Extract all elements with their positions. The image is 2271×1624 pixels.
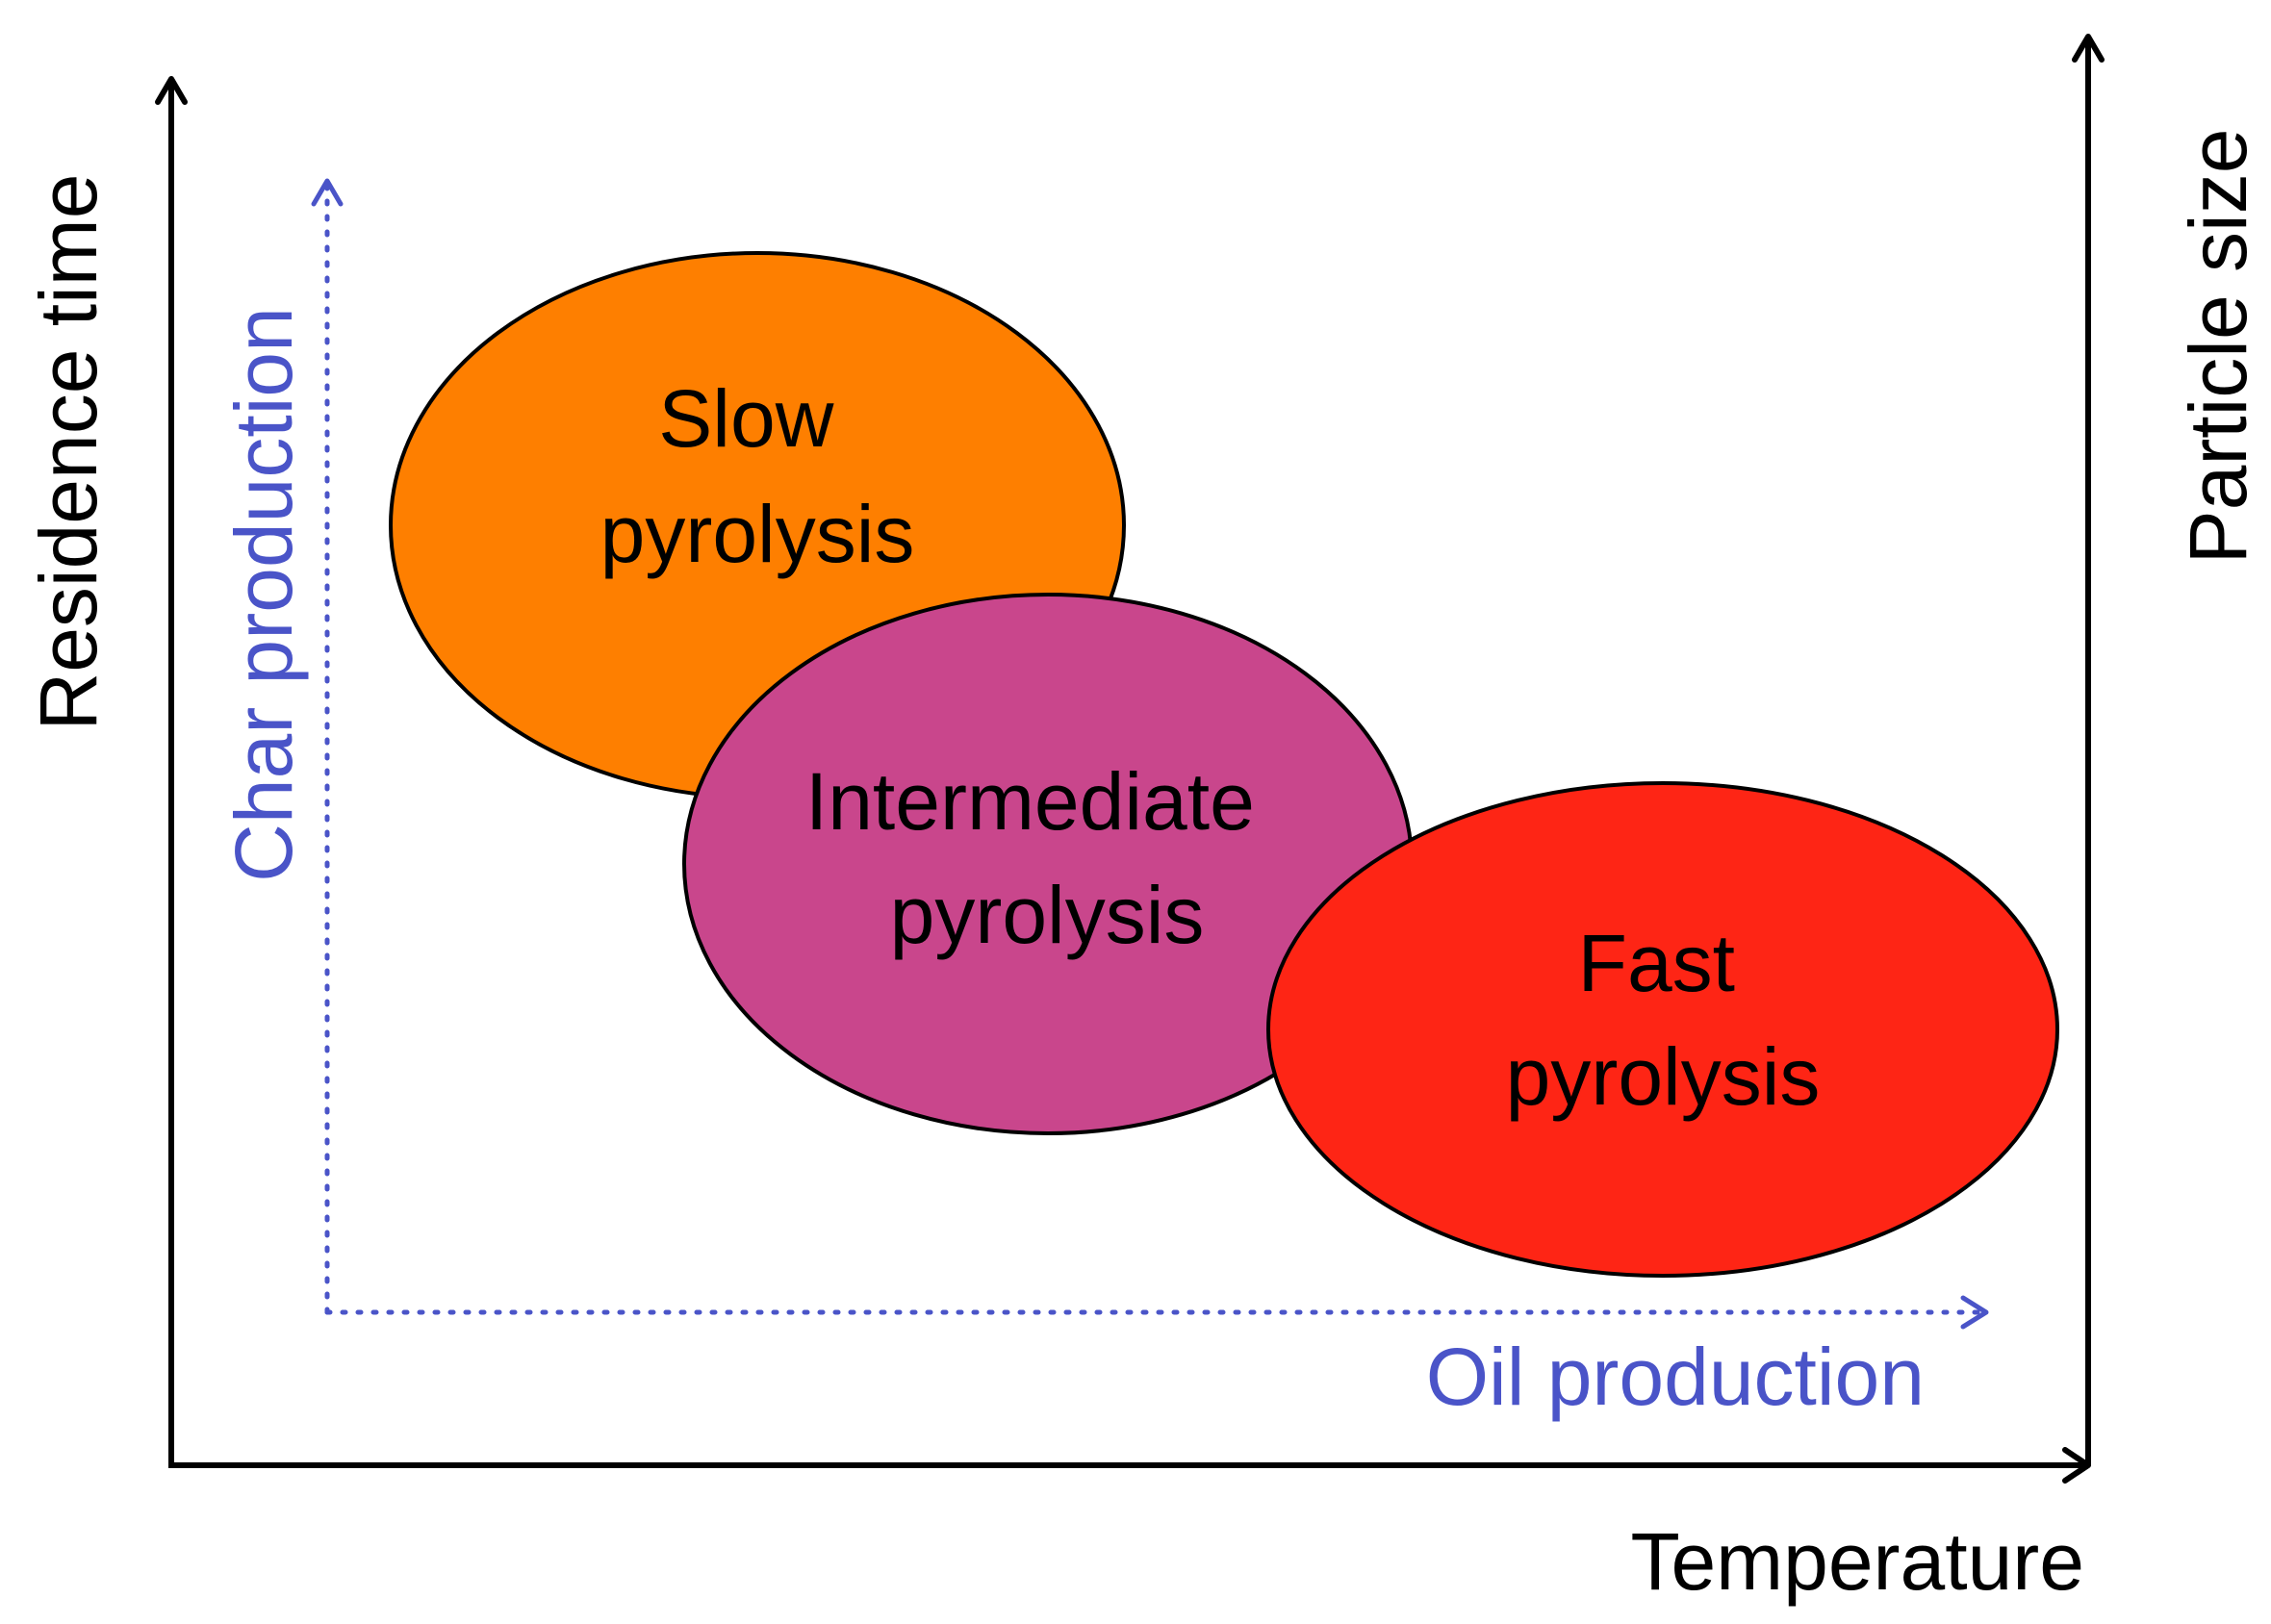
intermediate-label-line2: pyrolysis <box>890 870 1205 960</box>
right-axis-arrowhead <box>2072 34 2105 63</box>
fast-label-line1: Fast <box>1578 918 1735 1008</box>
slow-label-line1: Slow <box>658 373 833 464</box>
oil-production-arrowhead <box>1960 1295 1989 1330</box>
residence-time-label: Residence time <box>23 174 114 731</box>
intermediate-label-line1: Intermediate <box>805 756 1255 847</box>
fast-label-line2: pyrolysis <box>1506 1031 1821 1122</box>
intermediate-pyrolysis-label: Intermediate pyrolysis <box>805 756 1277 960</box>
slow-label-line2: pyrolysis <box>600 489 915 579</box>
fast-pyrolysis-ellipse <box>1266 781 2059 1278</box>
char-production-arrowhead <box>311 178 344 207</box>
char-production-label: Char production <box>218 307 309 882</box>
left-axis-arrowhead <box>155 76 188 105</box>
particle-size-label: Particle size <box>2173 129 2263 565</box>
temperature-label: Temperature <box>1630 1516 2084 1607</box>
fast-pyrolysis-label: Fast pyrolysis <box>1506 918 1821 1122</box>
slow-pyrolysis-label: Slow pyrolysis <box>600 373 915 579</box>
oil-production-label: Oil production <box>1426 1332 1925 1422</box>
